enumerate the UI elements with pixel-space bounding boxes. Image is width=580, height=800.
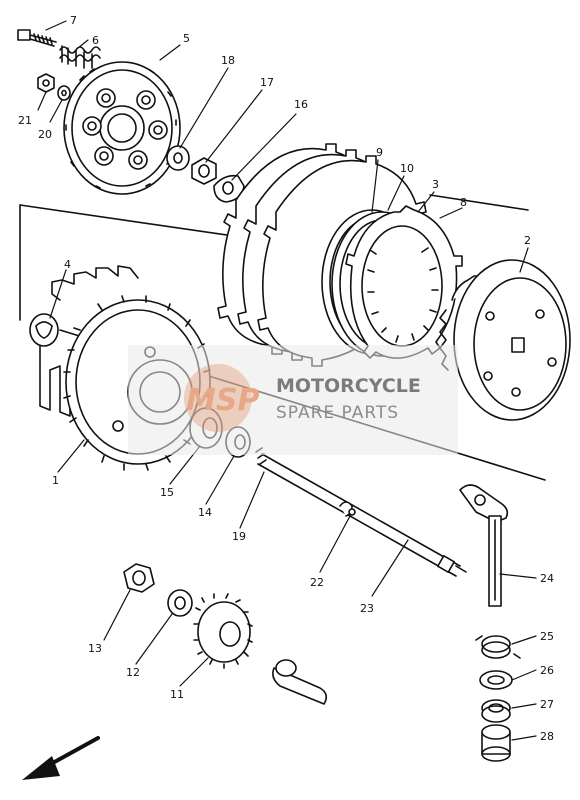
callout-5: 5	[183, 32, 190, 45]
part-push-rod-23	[255, 447, 467, 577]
callout-8: 8	[460, 196, 467, 209]
watermark-subtitle: SPARE PARTS	[276, 403, 399, 423]
watermark-brand: MOTORCYCLE	[276, 375, 421, 397]
callout-24: 24	[540, 572, 554, 585]
part-lock-washer-16	[213, 174, 245, 203]
callout-20: 20	[38, 128, 52, 141]
callout-12: 12	[126, 666, 140, 679]
callout-6: 6	[92, 34, 99, 47]
callout-3: 3	[432, 178, 439, 191]
callout-17: 17	[260, 76, 274, 89]
callout-1: 1	[52, 474, 59, 487]
part-spring-25	[475, 635, 521, 659]
callout-16: 16	[294, 98, 308, 111]
part-washer-18	[166, 145, 190, 171]
callout-28: 28	[540, 730, 554, 743]
part-bolt-7	[17, 29, 57, 47]
callout-14: 14	[198, 506, 212, 519]
part-nut-17	[191, 157, 217, 185]
watermark: MSP MOTORCYCLE SPARE PARTS	[128, 345, 458, 455]
leader-lines	[37, 20, 537, 741]
part-sleeve	[272, 659, 328, 705]
part-nut-13	[123, 563, 155, 593]
callout-26: 26	[540, 664, 554, 677]
part-nut-21	[37, 73, 55, 93]
callout-labels: 7 6 5 18 17 16 21 20 9 10 3 8 2 4 1 15 1…	[18, 14, 554, 743]
part-washer-26	[479, 670, 513, 690]
part-washer-12	[167, 589, 193, 617]
part-clutch-boss-2	[439, 259, 571, 421]
callout-13: 13	[88, 642, 102, 655]
callout-18: 18	[221, 54, 235, 67]
callout-7: 7	[70, 14, 77, 27]
part-pressure-plate-5	[63, 61, 181, 195]
part-push-lever-24	[459, 484, 509, 607]
watermark-logo: MSP	[186, 383, 259, 418]
part-bearing-28	[481, 724, 511, 762]
arrow-down-left-icon	[22, 736, 100, 780]
callout-4: 4	[64, 258, 71, 271]
callout-22: 22	[310, 576, 324, 589]
callout-27: 27	[540, 698, 554, 711]
callout-19: 19	[232, 530, 246, 543]
callout-23: 23	[360, 602, 374, 615]
part-plate-8	[345, 205, 463, 359]
part-gear-11	[193, 593, 253, 669]
callout-10: 10	[400, 162, 414, 175]
callout-9: 9	[376, 146, 383, 159]
callout-2: 2	[524, 234, 531, 247]
part-bearing-27	[481, 699, 511, 723]
callout-21: 21	[18, 114, 32, 127]
part-spring-6	[59, 45, 101, 69]
callout-25: 25	[540, 630, 554, 643]
callout-15: 15	[160, 486, 174, 499]
part-washer-20	[57, 85, 71, 101]
part-thrust-plate-4	[29, 313, 59, 347]
callout-11: 11	[170, 688, 184, 701]
part-pin-22	[348, 508, 356, 516]
